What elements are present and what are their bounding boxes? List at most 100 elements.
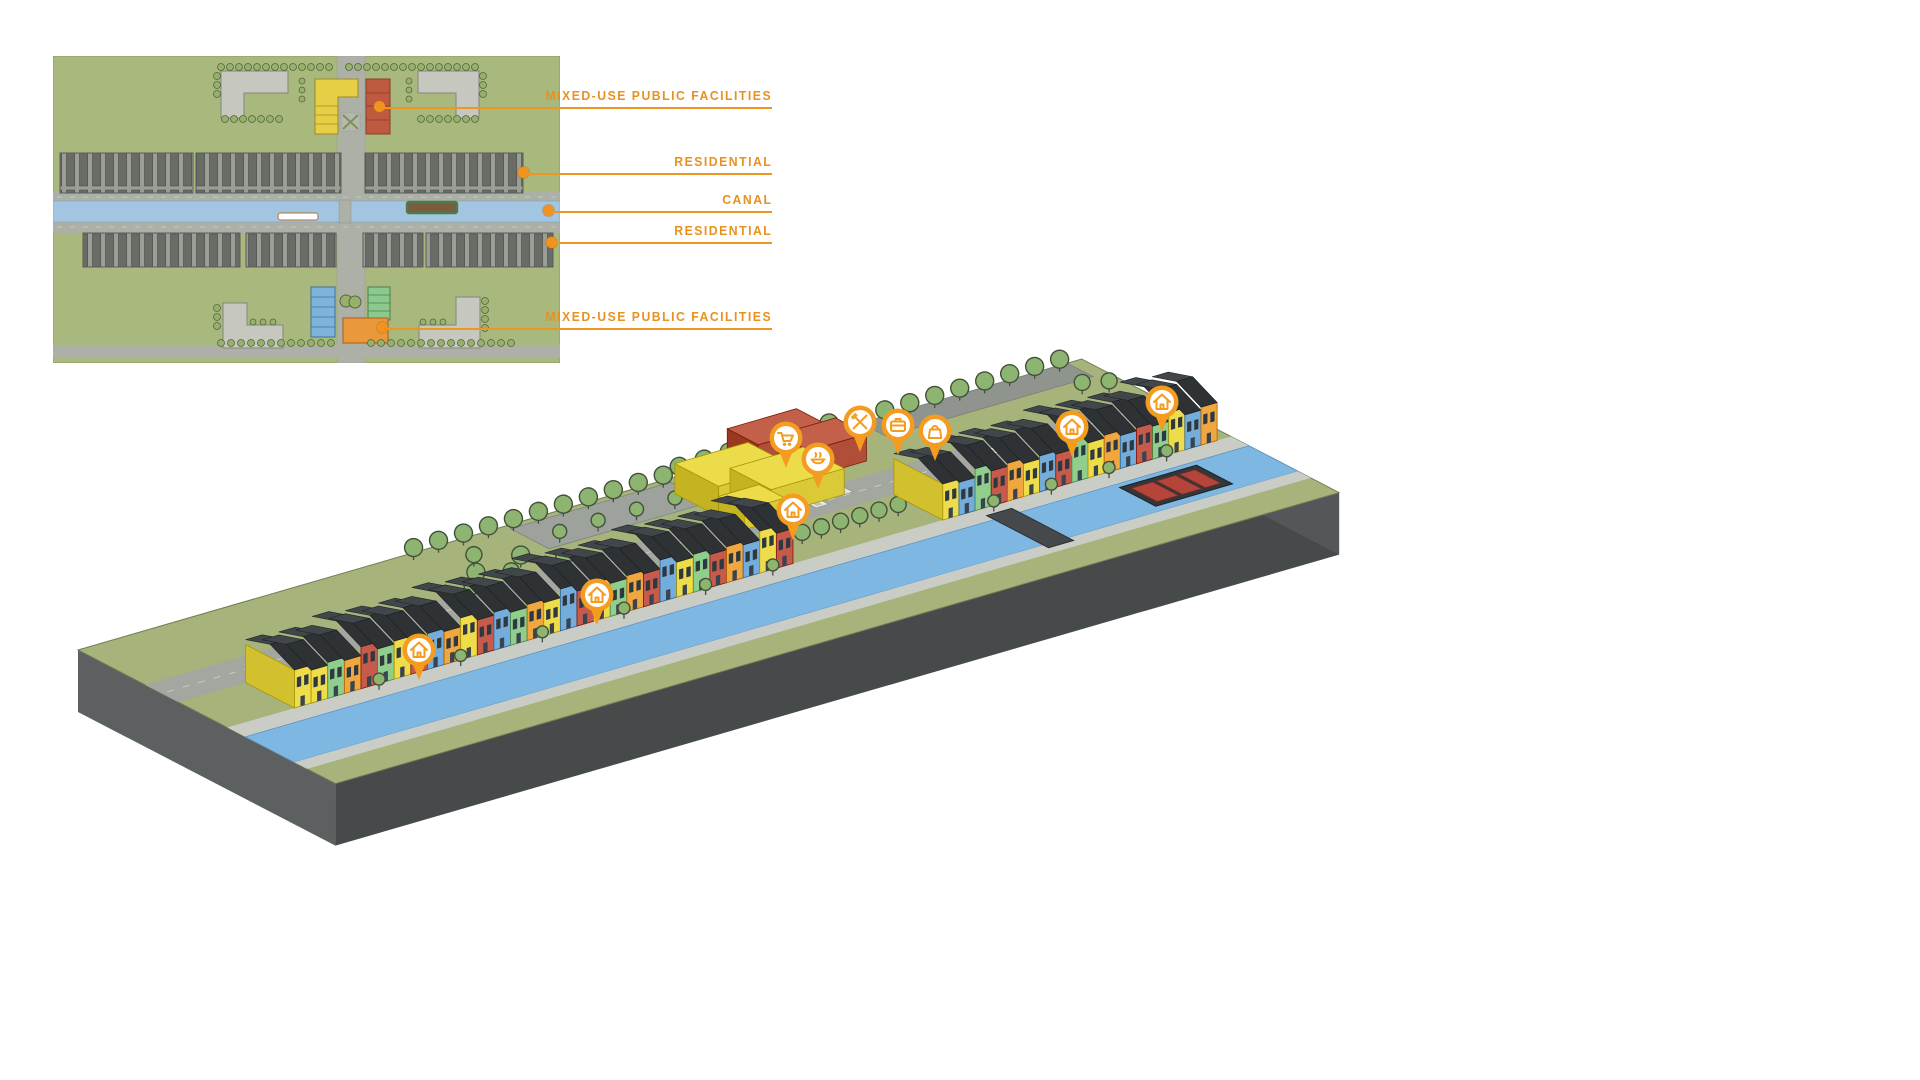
barge-cover xyxy=(1130,481,1180,502)
blue-building-divisions xyxy=(311,296,335,328)
tree-icon xyxy=(987,494,1001,508)
house-window xyxy=(968,486,973,498)
tree-icon xyxy=(478,516,499,536)
house-window xyxy=(450,651,455,663)
legend-anchor-dot xyxy=(374,101,385,112)
tree-icon xyxy=(999,364,1020,384)
tree-icon xyxy=(628,472,649,493)
house-window xyxy=(1009,469,1014,481)
map-pin-cart xyxy=(769,421,803,468)
tree-icon xyxy=(974,371,995,391)
tree-icon xyxy=(1159,444,1174,458)
plan-residential-north xyxy=(59,152,524,194)
roof-front xyxy=(518,571,561,604)
cart-wheel xyxy=(782,442,787,446)
house-window xyxy=(1154,432,1160,444)
tree-icon xyxy=(628,501,645,517)
house-window xyxy=(666,589,671,601)
house-window xyxy=(479,626,484,638)
house-window xyxy=(952,488,957,500)
platform-front-face xyxy=(335,492,1340,846)
pin-face xyxy=(774,426,798,450)
bag-icon xyxy=(927,424,943,439)
house-window xyxy=(1081,444,1086,456)
tree-icon xyxy=(698,577,713,592)
tree-icon xyxy=(403,537,424,558)
house-window xyxy=(1194,418,1199,431)
tree-icon xyxy=(503,508,524,529)
plan-gray-building-nw xyxy=(220,70,289,119)
house-window xyxy=(1048,460,1054,472)
plan-blue-building xyxy=(310,286,336,338)
house-window xyxy=(296,676,302,688)
house-window xyxy=(313,676,318,688)
roof-front xyxy=(618,542,661,575)
plan-canal-bridge xyxy=(338,199,352,224)
house-window xyxy=(636,579,641,591)
house-window xyxy=(762,537,767,549)
tree-icon xyxy=(851,506,869,525)
house-window xyxy=(300,695,305,707)
house-window xyxy=(1065,458,1070,470)
house-window xyxy=(649,593,654,606)
house-window xyxy=(778,539,784,551)
legend-anchor-dot xyxy=(518,167,529,178)
legend-anchor-dot xyxy=(546,237,557,248)
house-window xyxy=(396,647,401,659)
tree-icon xyxy=(1100,372,1118,390)
green-building-divisions xyxy=(368,294,390,312)
home-icon xyxy=(784,501,802,518)
house-window xyxy=(1203,413,1208,425)
house-window xyxy=(529,610,534,622)
cart-wheel xyxy=(787,442,792,446)
house-window xyxy=(1174,441,1179,453)
house-window xyxy=(686,566,691,578)
house-window xyxy=(1013,488,1018,500)
house-window xyxy=(1142,450,1147,463)
house-window xyxy=(1061,474,1066,486)
house-window xyxy=(379,655,385,667)
house-window xyxy=(719,558,724,570)
house-window xyxy=(569,592,575,605)
house-window xyxy=(1113,439,1118,451)
home-icon xyxy=(588,586,606,603)
legend-anchor-dot xyxy=(377,322,388,333)
utensils-icon xyxy=(851,413,868,430)
legend-label: RESIDENTIAL xyxy=(673,154,772,169)
map-pin-bag xyxy=(918,414,952,461)
tree-icon xyxy=(870,501,888,519)
house-window xyxy=(769,535,774,547)
house-window xyxy=(520,616,525,628)
house-window xyxy=(483,642,488,654)
house-window xyxy=(1000,475,1005,487)
leader-line xyxy=(524,173,772,175)
house-window xyxy=(512,618,518,630)
house-window xyxy=(330,668,335,680)
house-window xyxy=(486,623,492,636)
house-window xyxy=(546,608,551,621)
house-window xyxy=(1145,431,1150,444)
tree-icon xyxy=(831,512,850,530)
house-window xyxy=(993,477,998,489)
house-window xyxy=(370,650,375,662)
house-window xyxy=(566,617,571,630)
house-window xyxy=(1206,432,1211,444)
barge-cover xyxy=(1155,474,1203,495)
house-window xyxy=(702,558,708,570)
back-plaza-right xyxy=(859,362,1095,437)
house-window xyxy=(496,618,501,630)
map-pin-home xyxy=(580,578,614,625)
cart-icon xyxy=(777,432,794,442)
house-window xyxy=(453,635,459,647)
house-window xyxy=(1129,439,1134,451)
house-window xyxy=(582,613,588,625)
tree-icon xyxy=(454,648,468,663)
house-window xyxy=(964,502,969,514)
house-window xyxy=(353,664,359,676)
house-window xyxy=(1161,430,1167,442)
house-window xyxy=(1057,460,1063,472)
legend-label: CANAL xyxy=(721,192,772,207)
house-window xyxy=(786,537,791,549)
legend-label: MIXED-USE PUBLIC FACILITIES xyxy=(545,88,772,103)
